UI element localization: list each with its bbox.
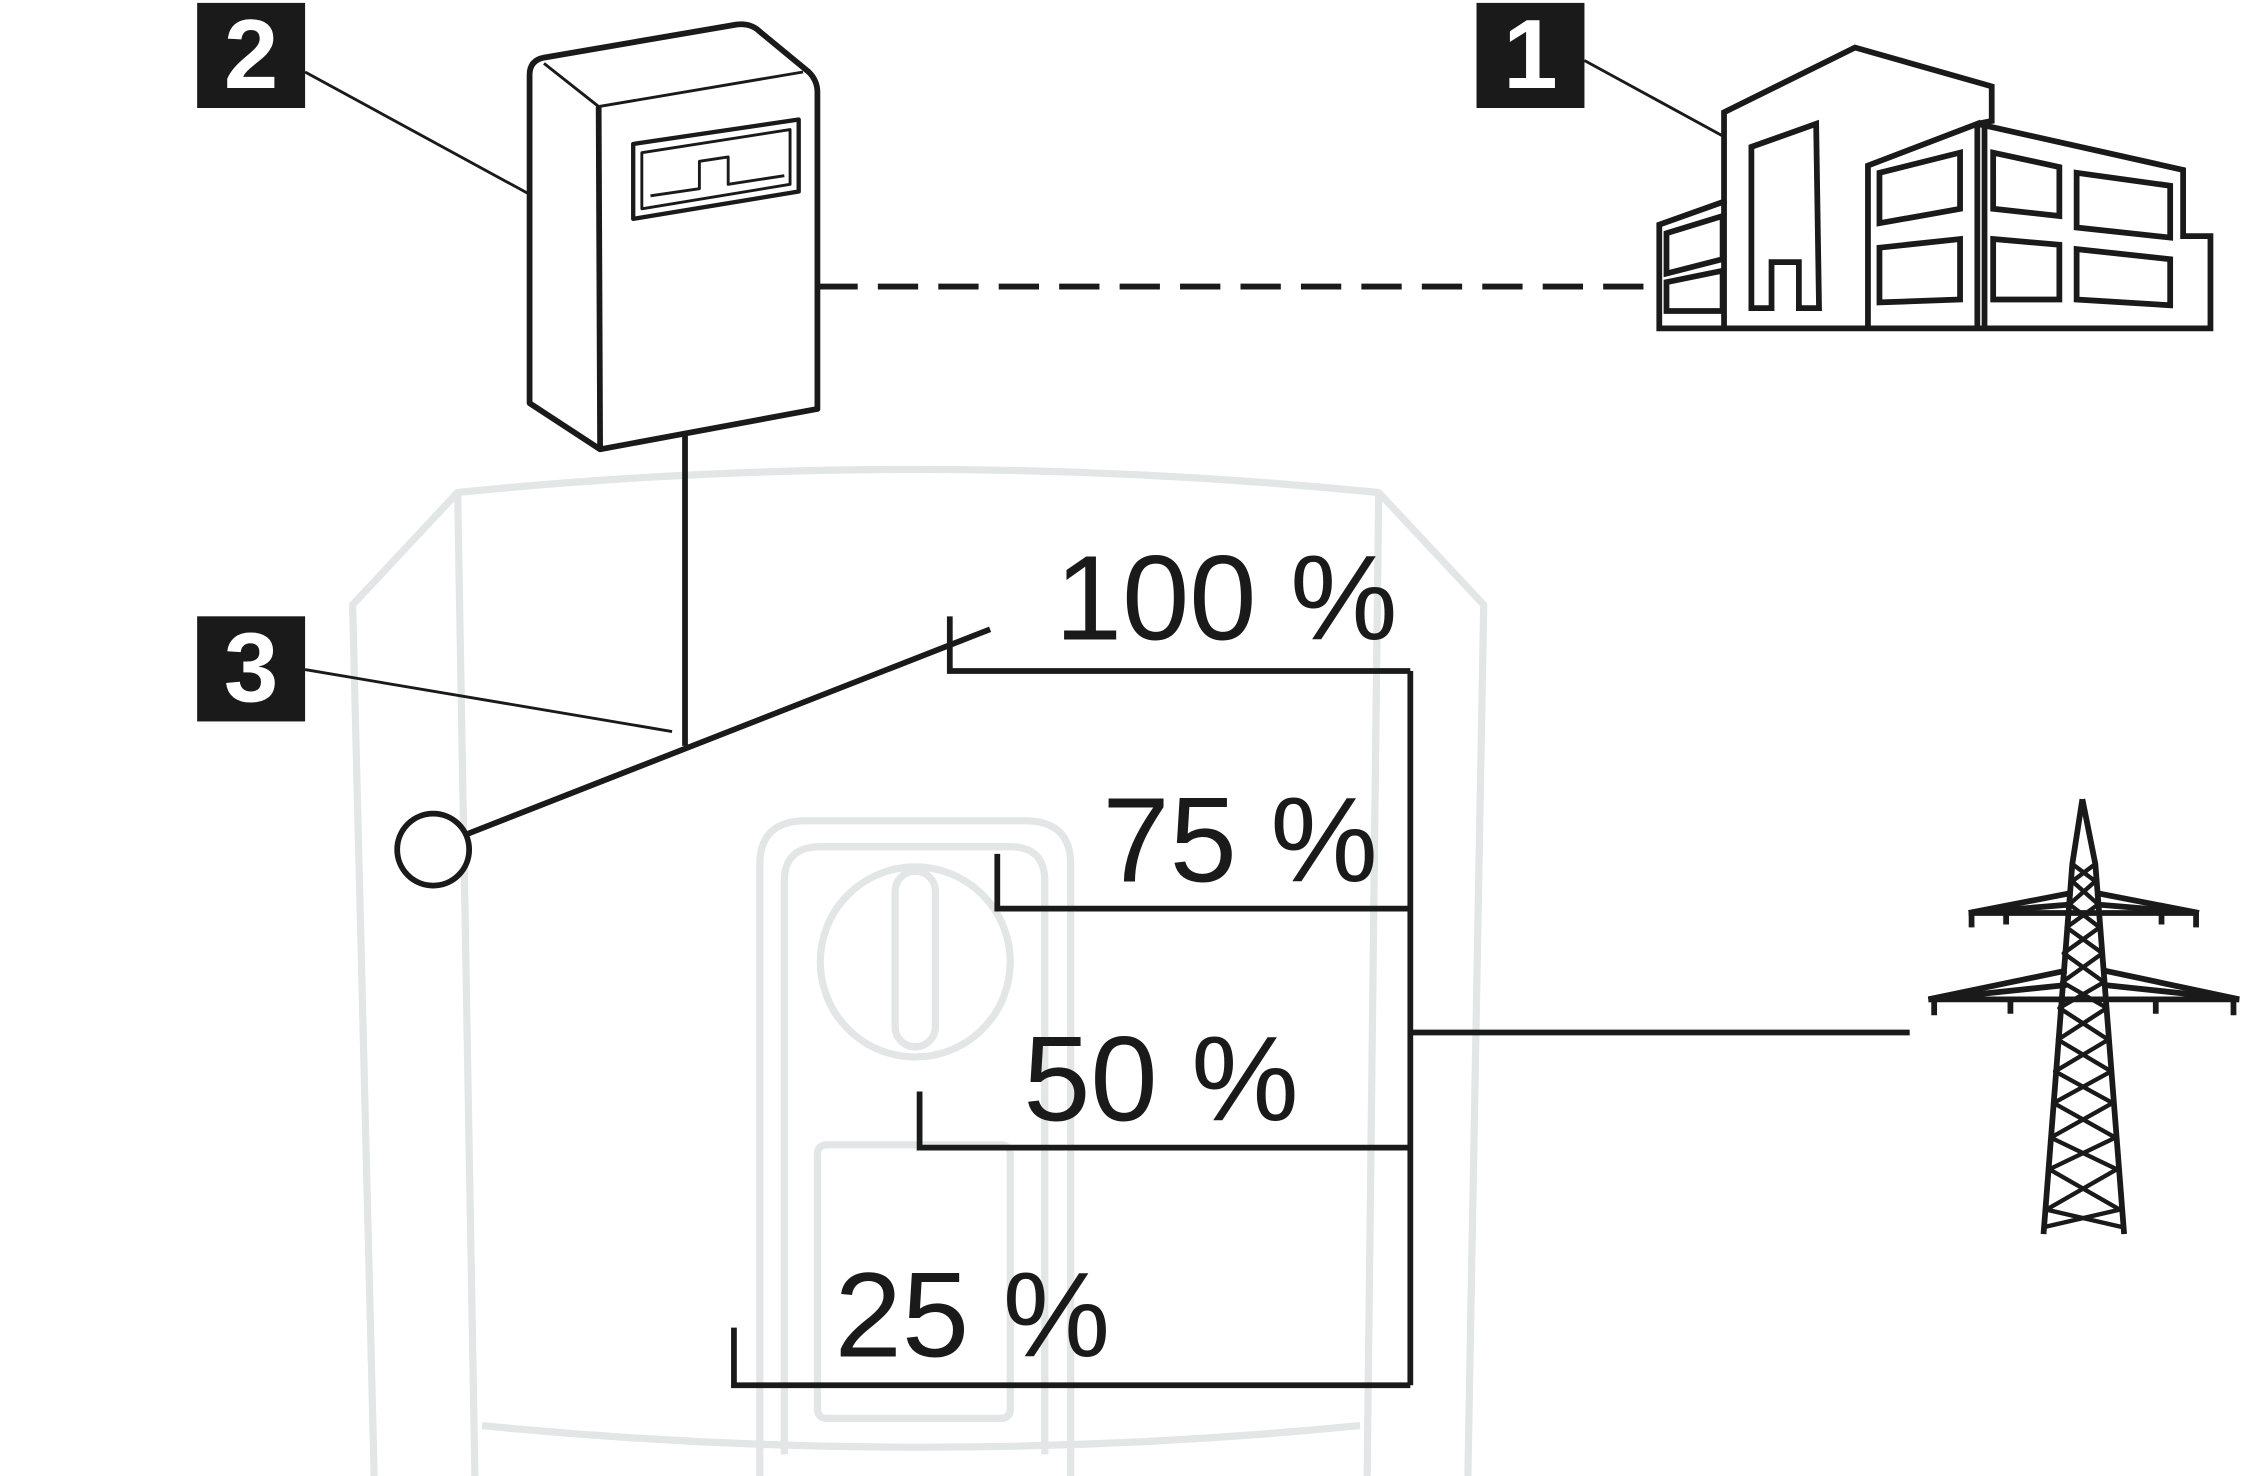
callout-1-label: 1 [1503,0,1557,109]
contact-25 [731,1327,1411,1389]
building-icon [1656,44,2214,332]
callout-3-box [197,616,306,722]
callout-2-label: 2 [224,0,278,109]
relay-switch-icon [394,626,992,889]
callout-1-box [1476,2,1585,109]
level-label-75: 75 % [1102,772,1378,907]
callout-2-leader [304,70,565,215]
level-contacts [731,616,1910,1389]
level-label-25: 25 % [835,1247,1111,1382]
inverter-outline-icon [348,465,1488,1476]
callout-1: 1 [1476,0,1728,140]
contact-75 [994,853,1411,912]
contact-100 [946,616,1411,674]
level-label-100: 100 % [1055,530,1398,665]
level-label-50: 50 % [1023,1011,1299,1146]
switch-arm [466,626,992,837]
power-pylon-icon [1927,798,2240,1235]
switch-pivot [394,810,473,889]
callout-2-box [197,2,306,109]
callout-3-leader [304,668,673,733]
ripple-control-receiver-icon [526,21,821,453]
callout-3-label: 3 [224,612,278,722]
contact-50 [916,1091,1411,1151]
callout-2: 2 [197,0,565,215]
callout-1-leader [1583,59,1728,140]
callout-3: 3 [197,612,673,733]
